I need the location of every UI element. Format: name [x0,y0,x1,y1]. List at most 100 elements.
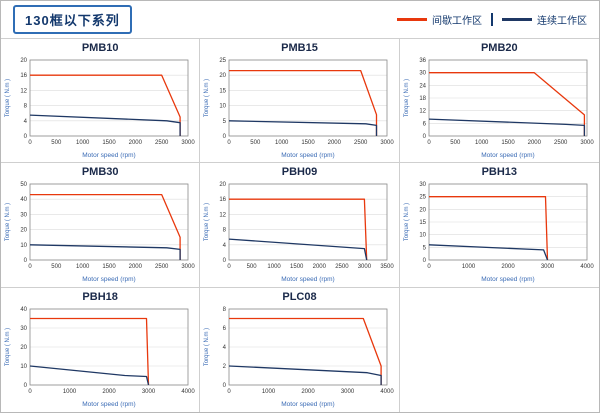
svg-text:0: 0 [423,258,427,264]
svg-text:0: 0 [28,389,32,395]
svg-text:Motor speed (rpm): Motor speed (rpm) [482,276,535,283]
legend: 间歇工作区 连续工作区 [397,12,587,27]
svg-text:Motor speed (rpm): Motor speed (rpm) [282,152,335,159]
chart-title: PBH18 [82,290,118,303]
svg-text:16: 16 [20,73,27,79]
svg-text:3000: 3000 [181,140,195,146]
empty-cell [400,288,599,412]
svg-text:8: 8 [24,104,28,110]
svg-text:Torque ( N.m ): Torque ( N.m ) [404,79,410,117]
svg-text:24: 24 [420,83,427,89]
navy-line-swatch-icon [502,18,532,21]
svg-text:Motor speed (rpm): Motor speed (rpm) [282,401,335,408]
svg-text:10: 10 [20,243,27,249]
svg-text:3000: 3000 [142,389,156,395]
svg-text:1000: 1000 [276,140,290,146]
svg-text:40: 40 [20,198,27,204]
svg-text:0: 0 [28,140,32,146]
svg-text:2500: 2500 [355,140,369,146]
svg-text:Motor speed (rpm): Motor speed (rpm) [82,152,135,159]
svg-text:20: 20 [20,58,27,64]
svg-text:500: 500 [51,140,62,146]
svg-text:30: 30 [420,71,427,77]
red-line-swatch-icon [397,18,427,21]
svg-text:0: 0 [24,258,28,264]
svg-text:6: 6 [423,121,427,127]
svg-text:1000: 1000 [76,264,90,270]
page-title: 130框以下系列 [13,5,132,34]
svg-text:Torque ( N.m ): Torque ( N.m ) [204,327,210,365]
svg-text:2000: 2000 [528,140,542,146]
svg-text:2500: 2500 [155,264,169,270]
svg-text:25: 25 [220,58,227,64]
svg-text:Motor speed (rpm): Motor speed (rpm) [482,152,535,159]
svg-text:3000: 3000 [181,264,195,270]
svg-text:500: 500 [251,140,262,146]
svg-text:0: 0 [223,134,227,140]
chart-title: PMB15 [281,42,318,54]
svg-text:2000: 2000 [102,389,116,395]
svg-text:12: 12 [220,213,227,219]
svg-text:4000: 4000 [581,264,595,270]
chart-title: PLC08 [282,290,317,303]
svg-text:12: 12 [20,88,27,94]
svg-text:10: 10 [20,364,27,370]
svg-text:1500: 1500 [291,264,305,270]
svg-text:40: 40 [20,307,27,313]
chart-title: PBH09 [281,166,318,179]
svg-text:1000: 1000 [475,140,489,146]
svg-text:5: 5 [223,119,227,125]
svg-text:5: 5 [423,246,427,252]
svg-text:30: 30 [20,326,27,332]
legend-item-intermittent: 间歇工作区 [397,12,482,27]
svg-text:8: 8 [223,228,227,234]
svg-text:0: 0 [228,140,232,146]
svg-text:Motor speed (rpm): Motor speed (rpm) [82,276,135,283]
svg-text:6: 6 [223,326,227,332]
svg-text:20: 20 [420,208,427,214]
svg-text:30: 30 [420,182,427,188]
svg-text:10: 10 [420,233,427,239]
svg-text:Torque ( N.m ): Torque ( N.m ) [204,79,210,117]
svg-text:8: 8 [223,307,227,313]
svg-text:4: 4 [223,345,227,351]
svg-text:0: 0 [24,383,28,389]
legend-divider [491,13,493,26]
svg-text:20: 20 [220,73,227,79]
svg-text:0: 0 [223,258,227,264]
svg-text:4: 4 [223,243,227,249]
svg-text:0: 0 [423,134,427,140]
svg-text:20: 20 [220,182,227,188]
svg-text:Motor speed (rpm): Motor speed (rpm) [282,276,335,283]
svg-text:1500: 1500 [502,140,516,146]
svg-text:10: 10 [220,104,227,110]
svg-text:3000: 3000 [358,264,372,270]
svg-text:0: 0 [228,389,232,395]
svg-text:3500: 3500 [381,264,395,270]
svg-text:12: 12 [420,109,427,115]
svg-text:3000: 3000 [541,264,555,270]
chart-title: PMB10 [81,42,119,54]
legend-label-continuous: 连续工作区 [537,16,587,27]
svg-text:500: 500 [51,264,62,270]
svg-text:20: 20 [20,345,27,351]
svg-text:1500: 1500 [302,140,316,146]
svg-text:15: 15 [420,220,427,226]
svg-text:18: 18 [420,96,427,102]
svg-text:Torque ( N.m ): Torque ( N.m ) [404,203,410,241]
svg-text:4000: 4000 [381,389,395,395]
chart-title: PBH13 [481,166,518,179]
svg-text:2000: 2000 [129,140,143,146]
svg-text:Motor speed (rpm): Motor speed (rpm) [82,401,135,408]
